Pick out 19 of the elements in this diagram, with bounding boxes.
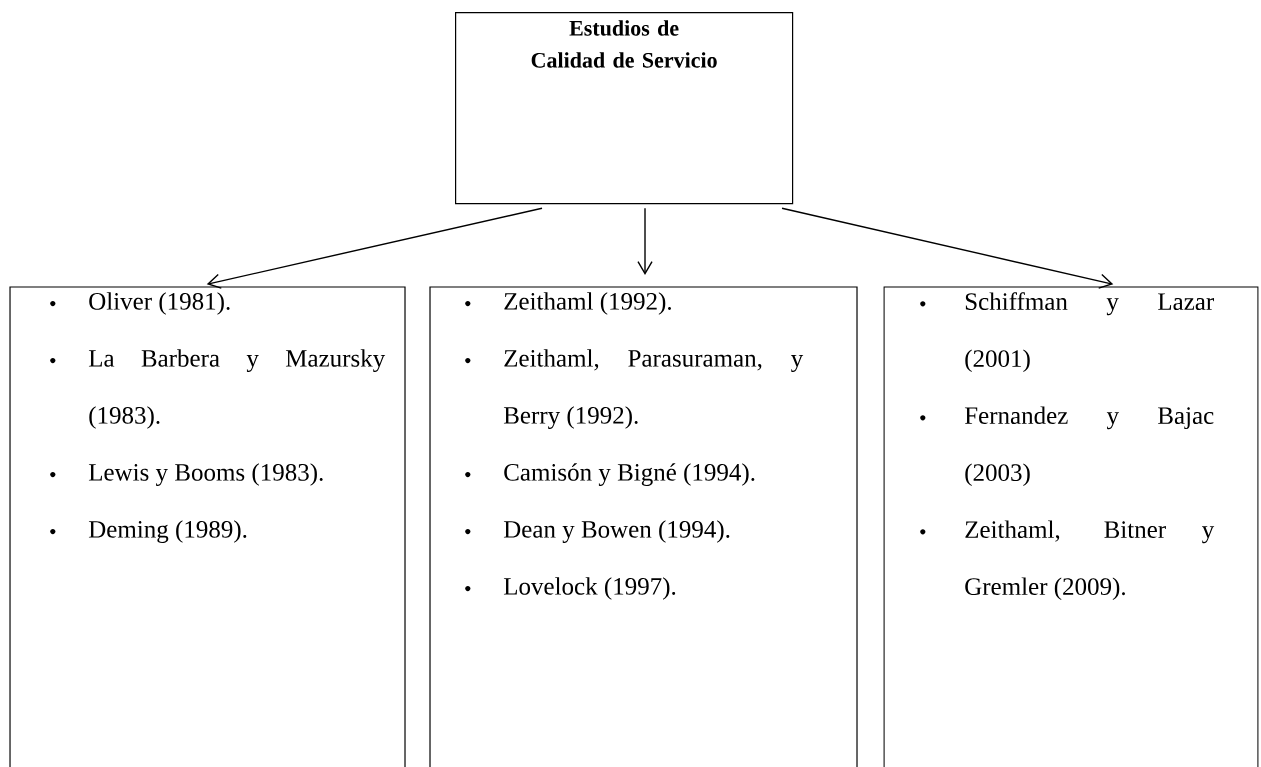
node-label: Lewis y Booms (1983).: [88, 463, 323, 486]
bullet-list-box: Zeithaml (1992). Zeithaml, Parasuraman, y Berry (1992). Camisón y Bigné (1994). Dean y Bowen (1994). Lovelock (1997).: [429, 286, 858, 767]
node-label: Camisón y Bigné (1994).: [504, 463, 755, 486]
arrow: [637, 207, 653, 275]
node-label: Zeithaml, Bitner y Gremler (2009).: [965, 520, 1215, 601]
node-label: Schiffman y Lazar (2001): [965, 292, 1215, 373]
node-label: Fernandez y Bajac (2003): [964, 406, 1214, 487]
title-box: Estudios de Calidad de Servicio: [455, 12, 794, 205]
node-label: Oliver (1981).: [89, 292, 230, 315]
bullet-list-box: Schiffman y Lazar (2001) Fernandez y Bajac (2003) Zeithaml, Bitner y Gremler (2009).: [883, 286, 1259, 767]
node-label: La Barbera y Mazursky (1983).: [88, 349, 386, 429]
node-label: Lovelock (1997).: [503, 577, 676, 600]
node-label: Zeithaml (1992).: [504, 292, 671, 315]
bullet-list-box: Oliver (1981). La Barbera y Mazursky (1983). Lewis y Booms (1983). Deming (1989).: [9, 286, 406, 767]
node-label: Zeithaml, Parasuraman, y Berry (1992).: [503, 349, 804, 429]
node-label: Dean y Bowen (1994).: [503, 520, 730, 543]
arrow: [206, 207, 543, 289]
node-label: Deming (1989).: [88, 520, 247, 543]
arrow: [781, 207, 1114, 289]
